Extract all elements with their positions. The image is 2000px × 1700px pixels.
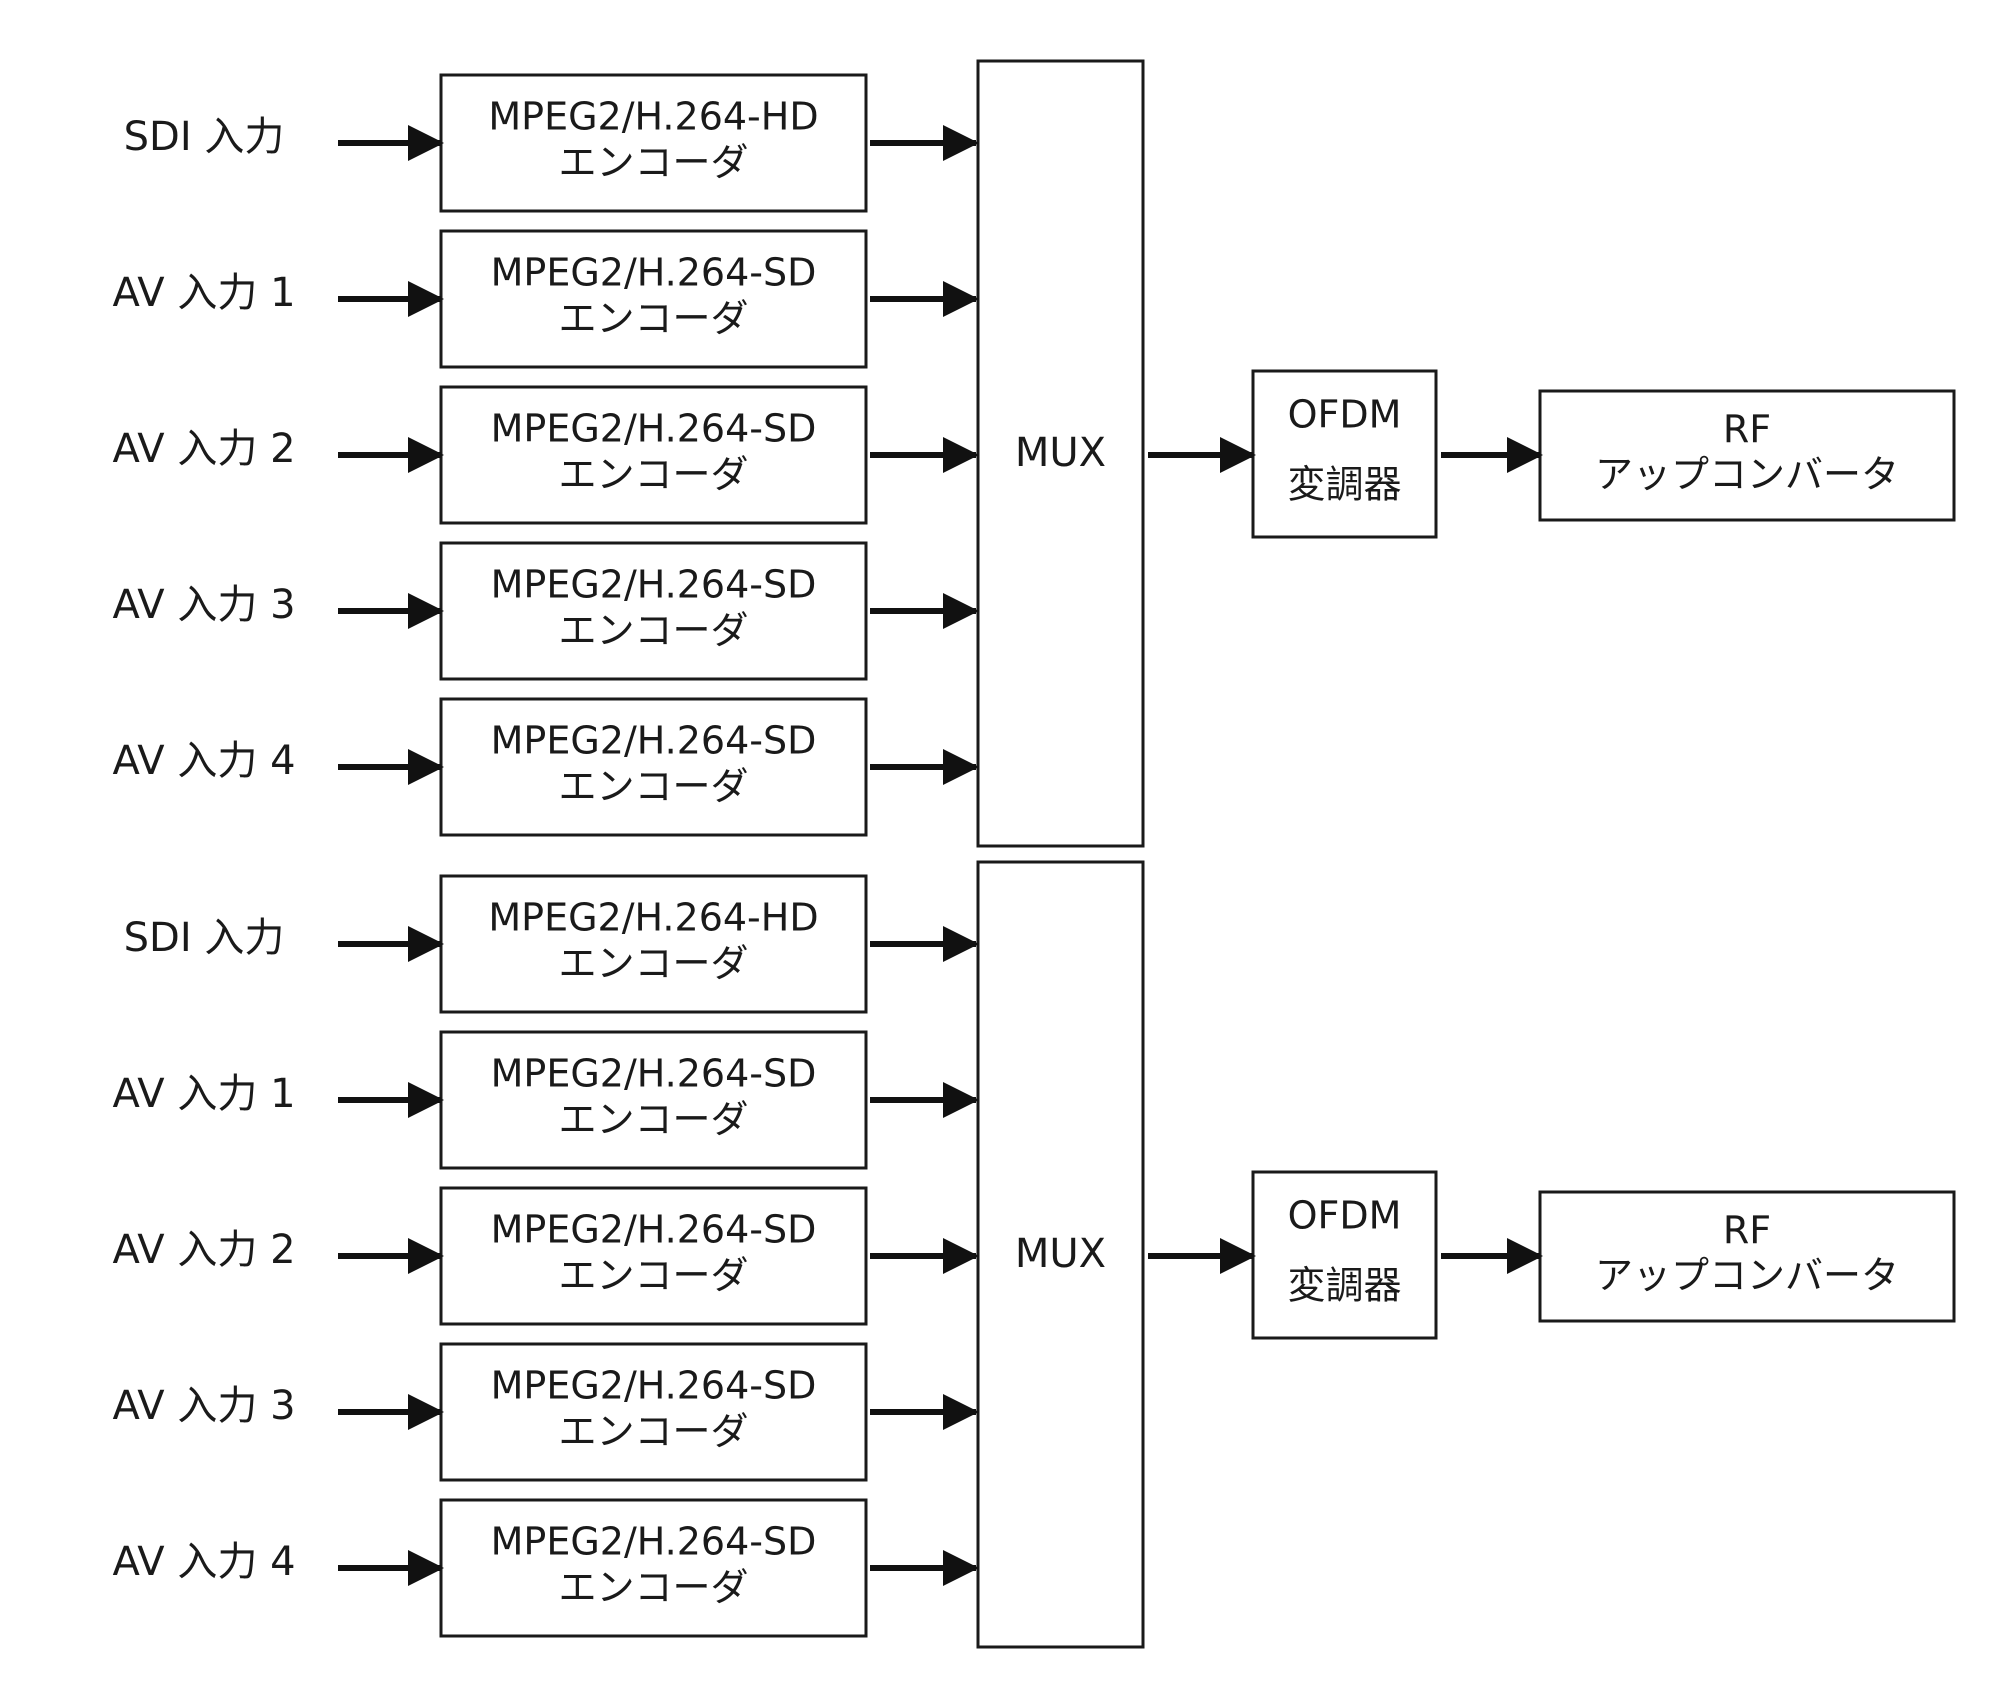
rf-upconverter-box bbox=[1538, 1190, 1956, 1323]
encoder-box bbox=[439, 541, 868, 681]
encoder-title: MPEG2/H.264-SD bbox=[491, 1520, 817, 1564]
encoder-box bbox=[439, 1186, 868, 1326]
encoder-title: MPEG2/H.264-SD bbox=[491, 1364, 817, 1408]
encoder-title: MPEG2/H.264-SD bbox=[491, 719, 817, 763]
encoder-box bbox=[439, 874, 868, 1014]
encoder-type: エンコーダ bbox=[558, 765, 748, 809]
input-label: AV 入力 4 bbox=[112, 1539, 295, 1585]
input-label: AV 入力 4 bbox=[112, 738, 295, 784]
encoder-title: MPEG2/H.264-SD bbox=[491, 251, 817, 295]
encoder-title: MPEG2/H.264-SD bbox=[491, 1052, 817, 1096]
encoder-box bbox=[439, 1498, 868, 1638]
encoder-box bbox=[439, 73, 868, 213]
rf-title: RF bbox=[1723, 408, 1771, 452]
encoder-box bbox=[439, 385, 868, 525]
ofdm-title: OFDM bbox=[1288, 393, 1402, 437]
input-label: SDI 入力 bbox=[124, 114, 285, 160]
ofdm-type: 変調器 bbox=[1287, 463, 1401, 507]
input-label: AV 入力 2 bbox=[112, 1227, 295, 1273]
rf-type: アップコンバータ bbox=[1595, 1254, 1899, 1298]
encoder-type: エンコーダ bbox=[558, 1254, 748, 1298]
encoder-type: エンコーダ bbox=[558, 942, 748, 986]
encoder-title: MPEG2/H.264-SD bbox=[491, 563, 817, 607]
encoder-type: エンコーダ bbox=[558, 453, 748, 497]
ofdm-modulator-box bbox=[1251, 1170, 1438, 1340]
encoder-type: エンコーダ bbox=[558, 1410, 748, 1454]
input-label: AV 入力 3 bbox=[112, 582, 295, 628]
encoder-type: エンコーダ bbox=[558, 1566, 748, 1610]
encoder-box bbox=[439, 697, 868, 837]
rf-title: RF bbox=[1723, 1209, 1771, 1253]
input-label: AV 入力 3 bbox=[112, 1383, 295, 1429]
encoder-type: エンコーダ bbox=[558, 1098, 748, 1142]
encoder-box bbox=[439, 1342, 868, 1482]
encoder-type: エンコーダ bbox=[558, 297, 748, 341]
encoder-box bbox=[439, 1030, 868, 1170]
encoder-type: エンコーダ bbox=[558, 609, 748, 653]
input-label: SDI 入力 bbox=[124, 915, 285, 961]
mux-box bbox=[976, 860, 1145, 1649]
ofdm-modulator-box bbox=[1251, 369, 1438, 539]
rf-type: アップコンバータ bbox=[1595, 453, 1899, 497]
ofdm-type: 変調器 bbox=[1287, 1264, 1401, 1308]
encoder-title: MPEG2/H.264-HD bbox=[488, 95, 818, 139]
encoder-title: MPEG2/H.264-HD bbox=[488, 896, 818, 940]
input-label: AV 入力 2 bbox=[112, 426, 295, 472]
input-label: AV 入力 1 bbox=[112, 270, 295, 316]
encoder-type: エンコーダ bbox=[558, 141, 748, 185]
mux-label: MUX bbox=[1015, 430, 1106, 476]
input-label: AV 入力 1 bbox=[112, 1071, 295, 1117]
mux-box bbox=[976, 59, 1145, 848]
encoder-box bbox=[439, 229, 868, 369]
encoder-title: MPEG2/H.264-SD bbox=[491, 407, 817, 451]
mux-label: MUX bbox=[1015, 1231, 1106, 1277]
encoder-title: MPEG2/H.264-SD bbox=[491, 1208, 817, 1252]
ofdm-title: OFDM bbox=[1288, 1194, 1402, 1238]
